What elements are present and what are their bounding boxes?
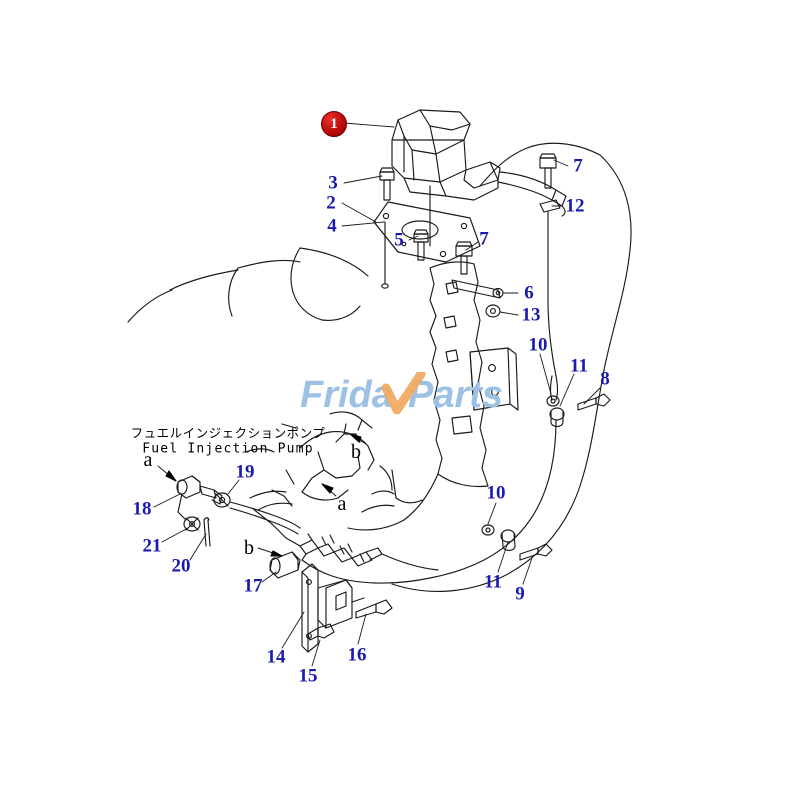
item-label-7-upper[interactable]: 7 [573,155,583,177]
item-label-5[interactable]: 5 [394,229,404,251]
check-swoosh-icon [381,372,426,415]
item-label-10-upper[interactable]: 10 [528,334,548,356]
item-label-16[interactable]: 16 [347,644,367,666]
item-label-12[interactable]: 12 [565,195,585,217]
fridayparts-watermark: Frida Parts [300,372,503,416]
caption-fuel-injection-pump-en: Fuel Injection Pump [142,441,314,457]
item-label-6[interactable]: 6 [524,282,534,304]
item-label-3[interactable]: 3 [328,172,338,194]
section-marker-b-upper: b [351,441,361,463]
item-label-14[interactable]: 14 [266,646,286,668]
item-label-2[interactable]: 2 [326,192,336,214]
section-marker-b-lower: b [244,537,254,559]
section-marker-a-left: a [143,449,153,471]
item-label-10-lower[interactable]: 10 [486,482,506,504]
item-label-11-lower[interactable]: 11 [484,571,502,593]
item-label-8[interactable]: 8 [600,368,610,390]
item-label-21[interactable]: 21 [142,535,162,557]
item-label-7-mid[interactable]: 7 [479,228,489,250]
item-label-13[interactable]: 13 [521,304,541,326]
item-label-15[interactable]: 15 [298,665,318,687]
item-label-4[interactable]: 4 [327,215,337,237]
callout-badge-1[interactable]: 1 [321,111,347,137]
item-label-9[interactable]: 9 [515,583,525,605]
section-marker-a-right: a [337,493,347,515]
watermark-text-parts: Parts [408,374,503,416]
item-label-20[interactable]: 20 [171,555,191,577]
watermark-text-frida: Frida [300,374,393,416]
caption-fuel-injection-pump-jp: フュエルインジェクションポンプ [130,425,326,441]
item-label-17[interactable]: 17 [243,575,263,597]
item-label-11-upper[interactable]: 11 [570,355,588,377]
item-label-19[interactable]: 19 [235,461,255,483]
item-label-18[interactable]: 18 [132,498,152,520]
